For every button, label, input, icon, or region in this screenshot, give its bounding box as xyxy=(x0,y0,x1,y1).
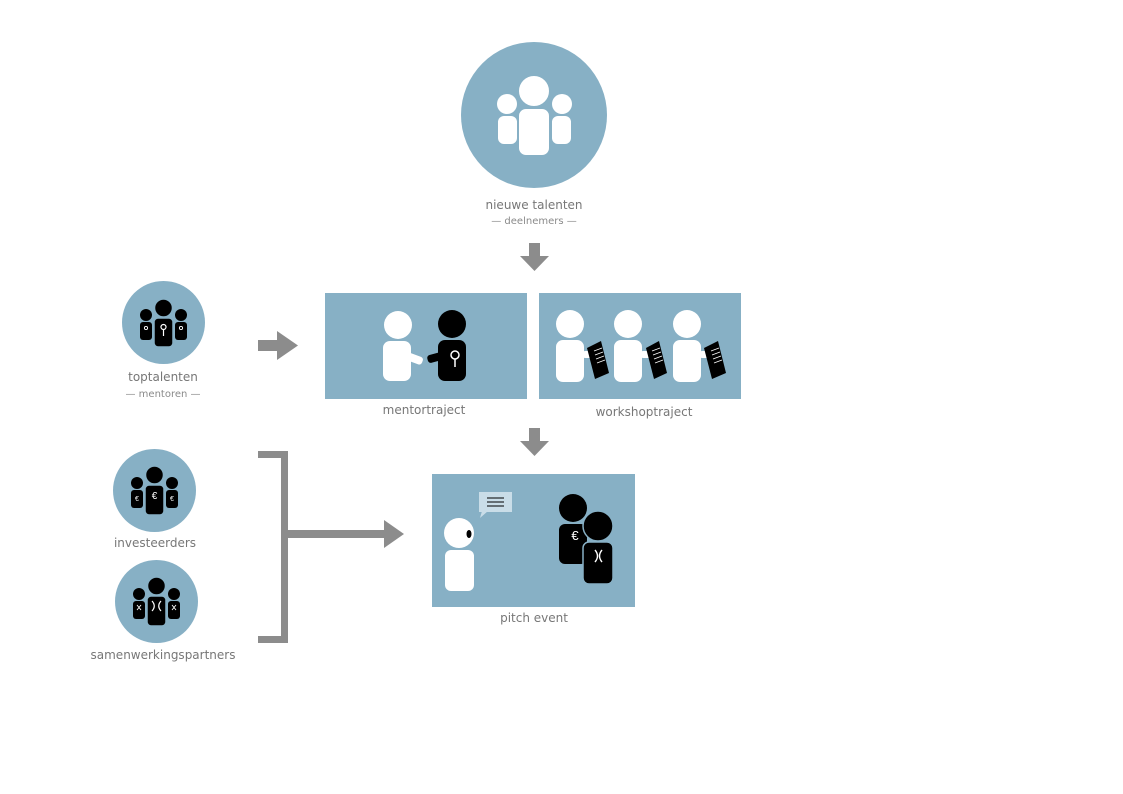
handshake-icon xyxy=(383,310,466,381)
arrow-down-2 xyxy=(520,428,549,456)
workshoptraject-box xyxy=(539,293,741,399)
svg-text:€: € xyxy=(152,491,158,502)
mentortraject-label: mentortraject xyxy=(382,403,466,417)
pitch-event-label: pitch event xyxy=(500,611,568,625)
group-icon xyxy=(461,42,607,188)
samenwerkingspartners-label: samenwerkingspartners xyxy=(90,648,236,662)
toptalenten-label: toptalenten xyxy=(128,370,198,384)
arrow-down-1 xyxy=(520,243,549,271)
arrow-right-mentoren xyxy=(258,331,298,360)
pitch-icon: € xyxy=(444,492,614,591)
toptalenten-sublabel: — mentoren — xyxy=(125,389,201,400)
investeerders-node: € € € xyxy=(113,449,196,532)
nieuwe-talenten-node xyxy=(461,42,607,188)
pitch-event-box: € xyxy=(432,474,635,607)
toptalenten-node xyxy=(122,281,205,364)
bracket-connector xyxy=(258,451,404,643)
svg-text:€: € xyxy=(170,496,174,503)
investeerders-label: investeerders xyxy=(113,536,197,550)
workshop-people-icon xyxy=(556,310,726,382)
mentor-group-icon xyxy=(122,281,205,364)
partner-group-icon xyxy=(115,560,198,643)
investor-group-icon: € € € xyxy=(113,449,196,532)
mentortraject-box xyxy=(325,293,527,399)
samenwerkingspartners-node xyxy=(115,560,198,643)
svg-text:€: € xyxy=(135,496,139,503)
nieuwe-talenten-sublabel: — deelnemers — xyxy=(491,216,577,227)
nieuwe-talenten-label: nieuwe talenten xyxy=(485,198,583,212)
workshoptraject-label: workshoptraject xyxy=(595,405,693,419)
svg-text:€: € xyxy=(571,528,579,543)
